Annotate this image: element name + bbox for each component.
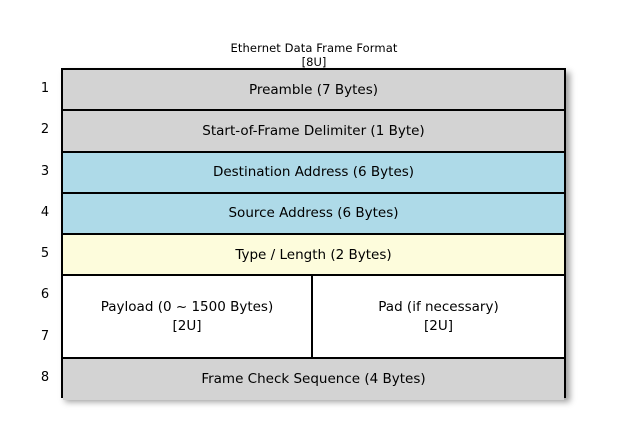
frame-field-type-length-label: Type / Length (2 Bytes) [235,246,392,263]
diagram-title-main: Ethernet Data Frame Format [230,41,398,55]
row-number-7: 7 [40,328,50,344]
frame-field-destination-address-label: Destination Address (6 Bytes) [212,164,415,181]
frame-field-frame-check-sequence: Frame Check Sequence (4 Bytes) [63,358,564,400]
row-number-4: 4 [40,204,50,220]
frame-field-payload-sublabel: [2U] [172,317,202,334]
frame-field-payload: Payload (0 ~ 1500 Bytes) [2U] [63,276,313,357]
frame-field-sfd-label: Start-of-Frame Delimiter (1 Byte) [202,122,425,139]
ethernet-frame-table: Preamble (7 Bytes) Start-of-Frame Delimi… [61,68,566,400]
frame-field-pad-label: Pad (if necessary) [378,298,499,315]
frame-field-pad: Pad (if necessary) [2U] [313,276,564,357]
row-number-5: 5 [40,246,50,262]
diagram-title: Ethernet Data Frame Format [8U] [0,41,628,69]
row-number-3: 3 [40,163,50,179]
frame-field-pad-sublabel: [2U] [423,317,453,334]
frame-field-preamble: Preamble (7 Bytes) [63,70,564,112]
frame-field-source-address: Source Address (6 Bytes) [63,193,564,235]
frame-field-frame-check-sequence-label: Frame Check Sequence (4 Bytes) [201,371,426,388]
frame-field-payload-label: Payload (0 ~ 1500 Bytes) [100,298,274,315]
diagram-title-subtitle: [8U] [301,55,327,69]
frame-field-source-address-label: Source Address (6 Bytes) [228,205,399,222]
row-number-8: 8 [40,369,50,385]
frame-field-destination-address: Destination Address (6 Bytes) [63,152,564,194]
row-number-gutter: 1 2 3 4 5 6 7 8 [34,68,56,398]
frame-field-sfd: Start-of-Frame Delimiter (1 Byte) [63,111,564,153]
frame-field-payload-pad-row: Payload (0 ~ 1500 Bytes) [2U] Pad (if ne… [63,276,564,359]
row-number-2: 2 [40,122,50,138]
frame-field-preamble-label: Preamble (7 Bytes) [248,81,379,98]
frame-field-type-length: Type / Length (2 Bytes) [63,235,564,277]
row-number-1: 1 [40,81,50,97]
row-number-6: 6 [40,287,50,303]
